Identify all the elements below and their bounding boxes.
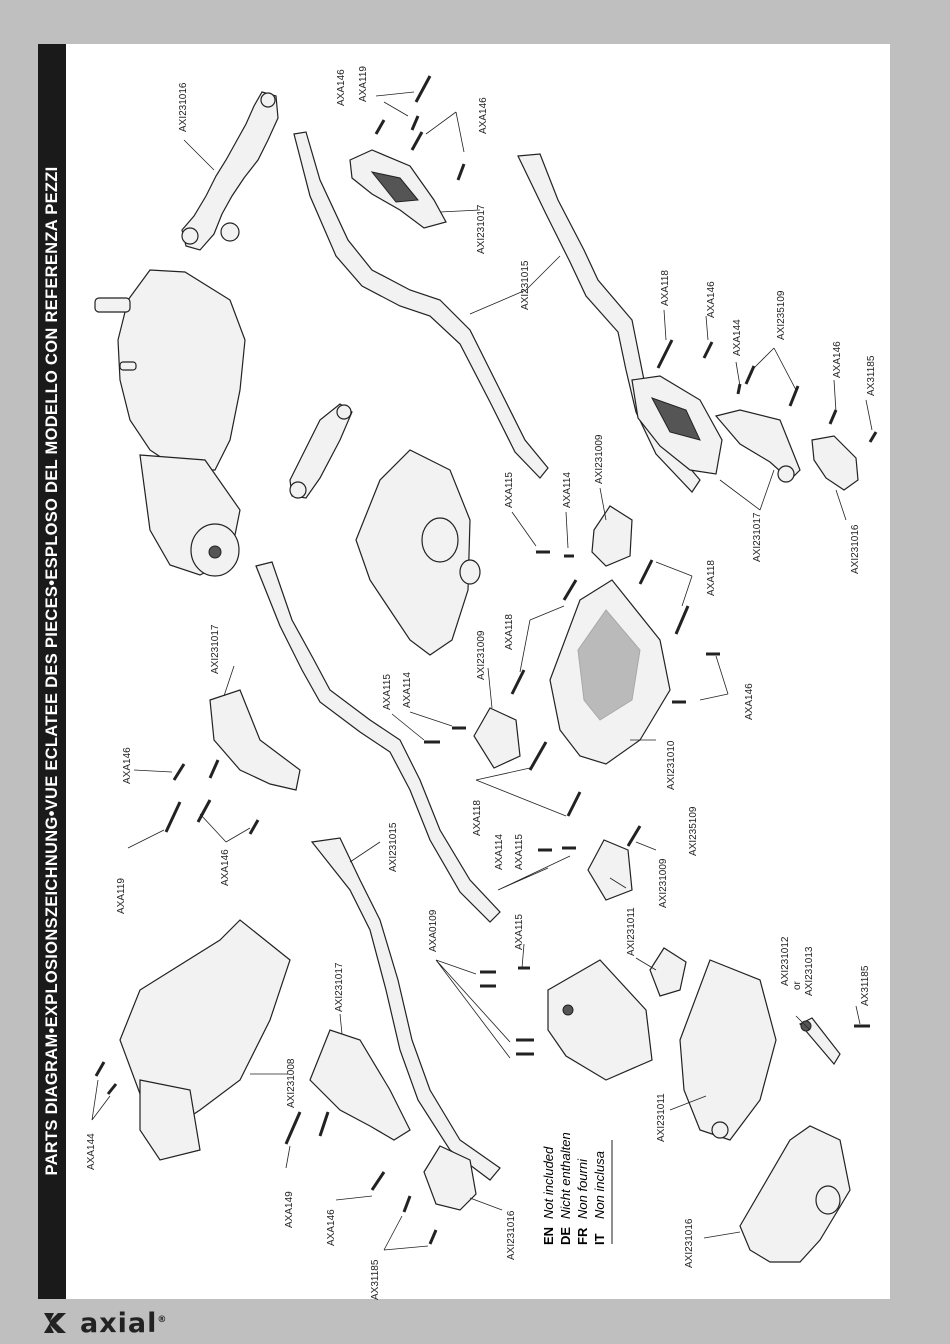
part-shock-tower-mid-left [209, 689, 301, 791]
label-l08: AXA146 [706, 281, 717, 318]
label-l46: AXA146 [326, 1209, 337, 1246]
part-transmission-assembly [94, 269, 246, 577]
part-center-brace [289, 403, 353, 499]
part-bracket-2 [473, 707, 521, 769]
label-l17: AXI231009 [594, 434, 605, 484]
label-l05: AXI231017 [476, 204, 487, 254]
label-l32: AXA115 [514, 834, 525, 870]
label-l26: AXA146 [122, 747, 133, 784]
part-shock-tower-right [631, 375, 723, 475]
part-bracket-4 [649, 947, 687, 997]
label-l50: AXI231016 [684, 1218, 695, 1268]
part-skid-cage [355, 449, 481, 656]
label-l14: AXI231016 [850, 524, 861, 574]
part-chassis-rail-left-upper [293, 131, 549, 479]
label-l28: AXA146 [220, 849, 231, 886]
label-l23: AXA115 [382, 674, 393, 710]
part-bumper-lower [739, 1125, 851, 1263]
part-shock-tower-right-2 [714, 409, 801, 483]
label-l38: AXI231012 [780, 936, 791, 986]
part-skid-plate [549, 579, 671, 765]
legend-text: Not included [541, 1146, 556, 1219]
label-l31: AXA114 [494, 834, 505, 870]
part-chassis-rail-right-upper [517, 153, 701, 493]
part-shock-tower-lower-left [309, 1029, 411, 1141]
label-l39: or [792, 980, 803, 990]
part-bracket-3 [587, 839, 633, 901]
brand-name: axial® [80, 1308, 167, 1339]
legend-code: IT [592, 1233, 607, 1245]
leader-lines [91, 91, 873, 1251]
part-labels: AXI231016 AXA146 AXA119 AXA146 AXI231017… [86, 66, 877, 1300]
label-l13: AXI231017 [752, 512, 763, 562]
legend-code: EN [541, 1226, 556, 1245]
label-l34: AXI231009 [658, 858, 669, 908]
part-servo [547, 959, 653, 1081]
label-l07: AXA118 [660, 270, 671, 306]
part-shock-tower-lower [679, 959, 777, 1141]
label-l16: AXA114 [562, 472, 573, 508]
label-l02: AXA146 [336, 69, 347, 106]
label-l49: AXI231011 [656, 1093, 667, 1142]
legend-code: FR [575, 1227, 590, 1245]
axial-logo: axial® [40, 1306, 167, 1340]
label-l11: AXA146 [832, 341, 843, 378]
label-l36: AXA115 [514, 914, 525, 950]
label-l10: AXI235109 [776, 290, 787, 340]
label-l19: AXA118 [504, 614, 515, 650]
label-l47: AX31185 [370, 1259, 381, 1300]
label-l29: AXA118 [472, 800, 483, 836]
label-l09: AXA144 [732, 319, 743, 356]
label-l06: AXI231015 [520, 260, 531, 310]
legend-row-fr: FR Non fourni [574, 1115, 591, 1245]
legend-row-it: IT Non inclusa [591, 1115, 608, 1245]
legend-row-de: DE Nicht enthalten [557, 1115, 574, 1245]
part-bracket-1 [591, 505, 633, 567]
part-bumper-mount-top [181, 91, 279, 251]
axial-logo-icon [44, 1313, 66, 1333]
label-l03: AXA119 [358, 66, 369, 102]
label-l40: AXI231013 [804, 946, 815, 996]
legend-text: Non fourni [575, 1159, 590, 1219]
screws [94, 75, 878, 1245]
part-chassis-rail-right-lower [310, 837, 501, 1181]
label-l12: AX31185 [866, 355, 877, 396]
brand-wordmark: axial [80, 1307, 158, 1339]
label-l22: AXI231017 [210, 624, 221, 674]
label-l21: AXA146 [744, 683, 755, 720]
label-l48: AXI231016 [506, 1210, 517, 1260]
label-l45: AXA149 [284, 1191, 295, 1228]
legend-text: Nicht enthalten [558, 1132, 573, 1219]
label-l01: AXI231016 [178, 82, 189, 132]
label-l30: AXI231015 [388, 822, 399, 872]
label-l27: AXA119 [116, 878, 127, 914]
label-l42: AXI231017 [334, 962, 345, 1012]
legend-not-included: EN Not included DE Nicht enthalten FR No… [540, 1115, 620, 1245]
label-l15: AXA115 [504, 472, 515, 508]
part-body-mount [119, 919, 291, 1161]
part-servo-horn [799, 1017, 841, 1066]
label-l33: AXI235109 [688, 806, 699, 856]
label-l43: AXI231008 [286, 1058, 297, 1108]
legend-code: DE [558, 1226, 573, 1245]
label-l35: AXA0109 [428, 909, 439, 952]
part-chassis-rail-left-lower [255, 561, 501, 923]
label-l44: AXA144 [86, 1133, 97, 1170]
part-shock-tower-top [349, 149, 447, 229]
title-sidebar [38, 44, 66, 1299]
legend-text: Non inclusa [592, 1151, 607, 1219]
label-l25: AXI231010 [666, 740, 677, 790]
label-l24: AXA114 [402, 672, 413, 708]
legend-row-en: EN Not included [540, 1115, 557, 1245]
label-l04: AXA146 [478, 97, 489, 134]
part-bumper-mount-lower-left [423, 1145, 477, 1211]
label-l18: AXA118 [706, 560, 717, 596]
label-l41: AX31185 [860, 965, 871, 1006]
part-bumper-mount-right [811, 435, 859, 491]
brand-registered-mark: ® [157, 1314, 168, 1325]
label-l37: AXI231011 [626, 907, 637, 956]
label-l20: AXI231009 [476, 630, 487, 680]
